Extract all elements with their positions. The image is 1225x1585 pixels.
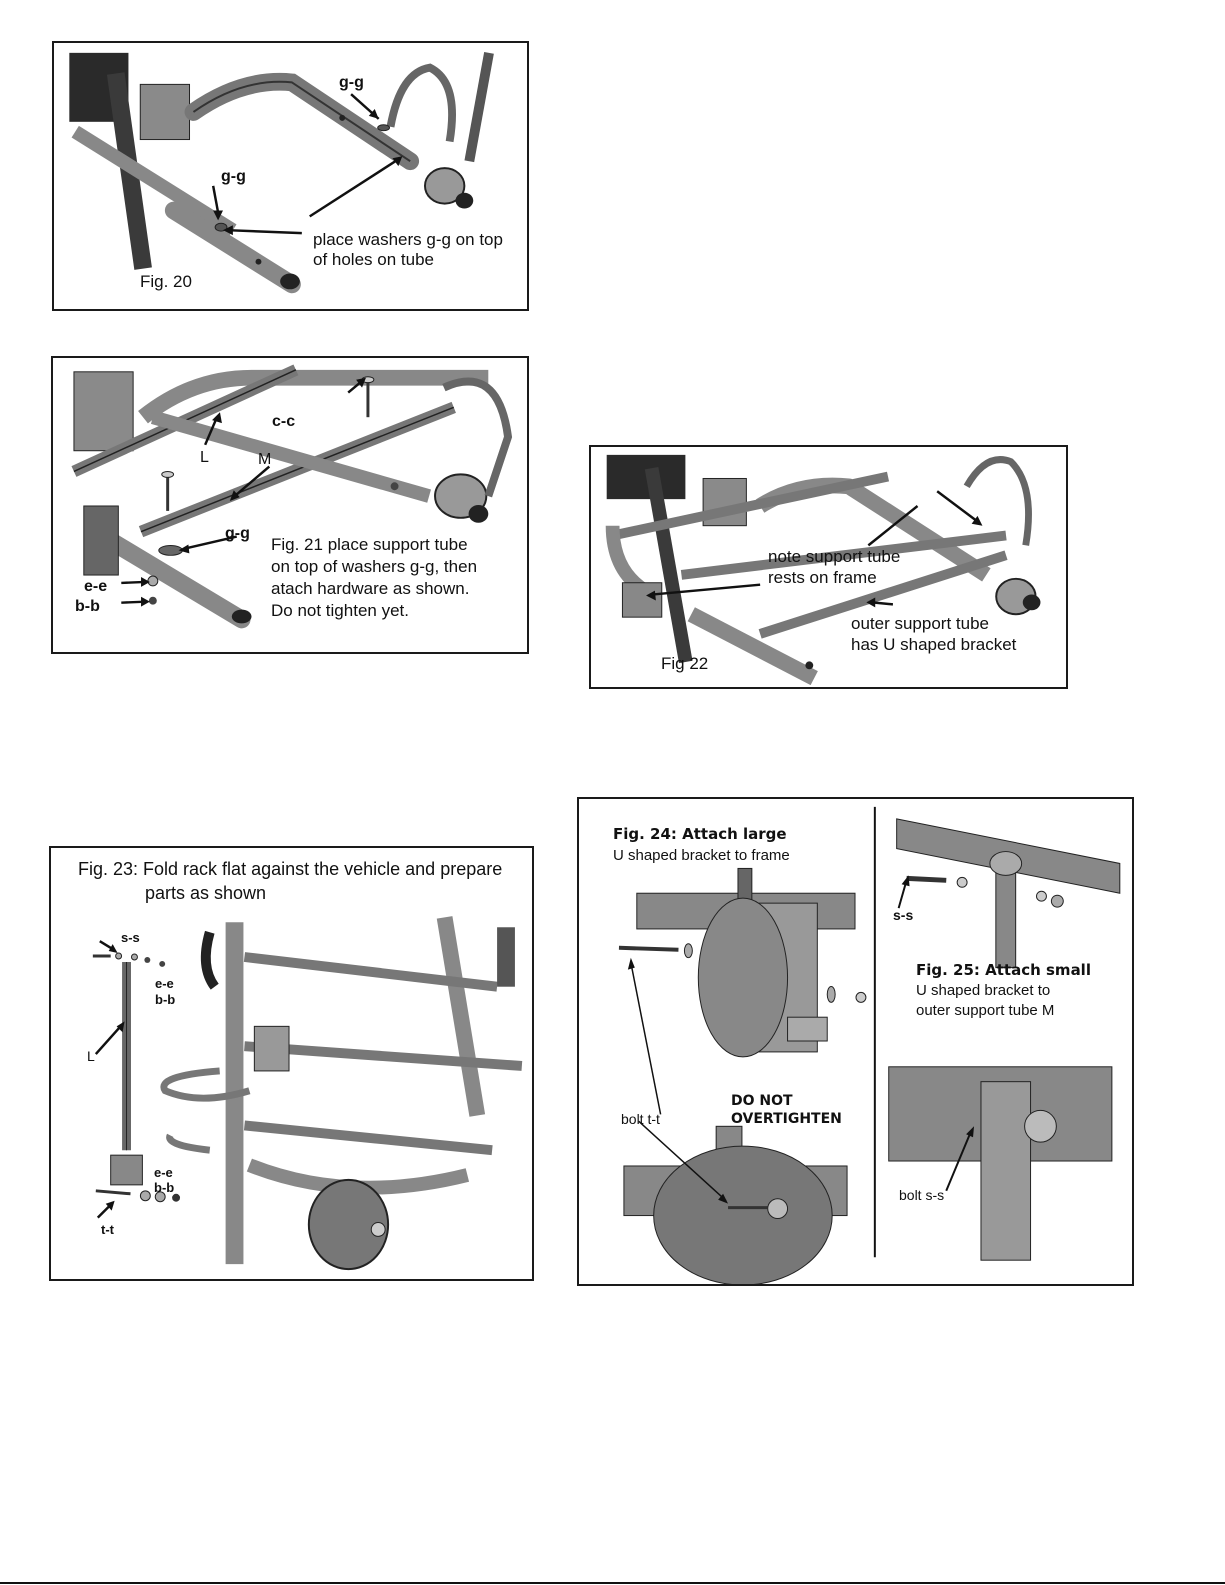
fig21-note-line4: Do not tighten yet. (271, 601, 409, 620)
fig25-caption-line1: Fig. 25: Attach small (916, 961, 1091, 979)
figure-22: note support tube rests on frame outer s… (589, 445, 1068, 689)
label-gg-top: g-g (339, 74, 364, 91)
figure-21: c-c L M g-g e-e b-b Fig. 21 place suppor… (51, 356, 529, 654)
figure-23: Fig. 23: Fold rack flat against the vehi… (49, 846, 534, 1281)
label-bolt-tt: bolt t-t (621, 1111, 660, 1127)
warning-line2: OVERTIGHTEN (731, 1111, 842, 1127)
label-bb: b-b (75, 598, 100, 615)
figure-22-illustration (605, 454, 1041, 686)
fig20-note-line2: of holes on tube (313, 250, 434, 269)
fig22-note2-line1: outer support tube (851, 614, 989, 633)
fig21-note-line3: atach hardware as shown. (271, 579, 470, 598)
fig22-caption: Fig 22 (661, 654, 709, 673)
fig23-title-line1: Fig. 23: Fold rack flat against the vehi… (78, 859, 503, 879)
label-L: L (200, 449, 209, 466)
label-bolt-ss: bolt s-s (899, 1187, 945, 1203)
label-gg: g-g (225, 525, 250, 542)
fig22-note1-line2: rests on frame (768, 568, 877, 587)
fig21-note-line2: on top of washers g-g, then (271, 557, 478, 576)
label-L: L (87, 1048, 95, 1064)
fig24-caption-line2: U shaped bracket to frame (613, 847, 790, 864)
label-tt: t-t (101, 1222, 114, 1237)
label-ss: s-s (121, 930, 140, 945)
label-ee-top: e-e (155, 976, 174, 991)
label-ee-bottom: e-e (154, 1165, 173, 1180)
label-bb-bottom: b-b (154, 1180, 175, 1195)
label-ee: e-e (84, 578, 108, 595)
figure-24-25-panel: Fig. 24: Attach large U shaped bracket t… (577, 797, 1134, 1286)
fig23-title-line2: parts as shown (145, 883, 267, 903)
fig20-note-line1: place washers g-g on top (313, 230, 503, 249)
label-gg-left: g-g (221, 168, 246, 185)
page-bottom-rule (0, 1582, 1225, 1584)
fig24-caption-line1: Fig. 24: Attach large (613, 825, 787, 843)
fig25-caption-line3: outer support tube M (916, 1002, 1055, 1019)
figure-23-illustration (92, 916, 523, 1271)
warning-line1: DO NOT (731, 1093, 793, 1109)
fig22-note2-line2: has U shaped bracket (851, 635, 1017, 654)
fig21-note-line1: Fig. 21 place support tube (271, 535, 468, 554)
figure-21-illustration (71, 364, 513, 629)
figure-20-illustration (69, 51, 494, 294)
label-M: M (258, 451, 272, 468)
fig22-note1-line1: note support tube (768, 547, 901, 566)
figure-24-25-illustration (618, 806, 1121, 1284)
label-ss: s-s (893, 907, 914, 923)
fig25-caption-line2: U shaped bracket to (916, 982, 1051, 999)
label-cc: c-c (272, 413, 296, 430)
fig20-caption: Fig. 20 (140, 272, 192, 291)
label-bb-top: b-b (155, 992, 176, 1007)
figure-20: g-g g-g place washers g-g on top of hole… (52, 41, 529, 311)
